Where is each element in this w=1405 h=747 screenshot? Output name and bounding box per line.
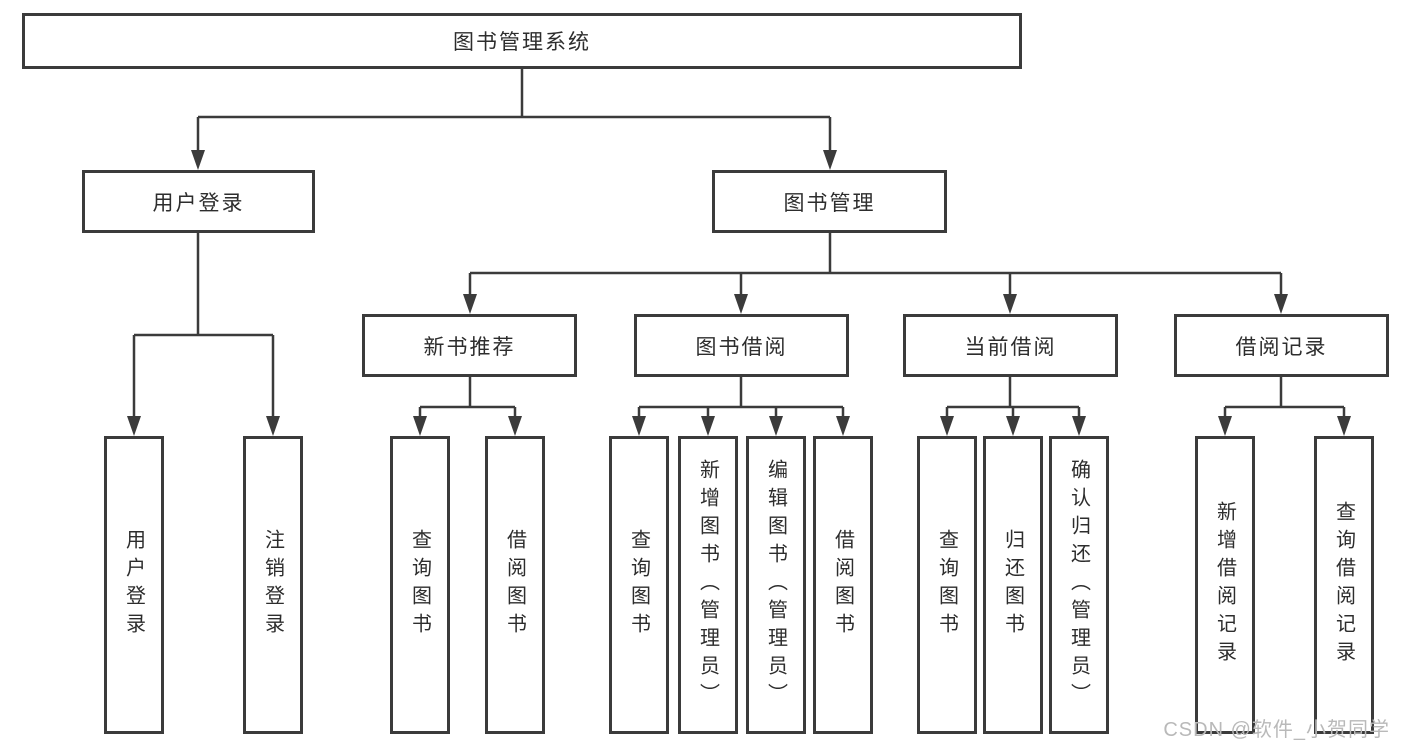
leaf-borrow-edit-book-admin: 编辑图书（管理员） [746, 436, 806, 734]
node-label: 图书管理系统 [453, 31, 591, 54]
leaf-recommend-borrow-books: 借阅图书 [485, 436, 545, 734]
leaf-label: 确认归还（管理员） [1067, 459, 1090, 711]
node-user-login: 用户登录 [82, 170, 315, 233]
leaf-borrow-query-books: 查询图书 [609, 436, 669, 734]
leaf-label: 新增图书（管理员） [696, 459, 719, 711]
leaf-current-confirm-return-admin: 确认归还（管理员） [1049, 436, 1109, 734]
arrowhead [734, 294, 748, 314]
leaf-label: 查询图书 [408, 529, 431, 641]
leaf-borrow-borrow-books: 借阅图书 [813, 436, 873, 734]
arrowhead [127, 416, 141, 436]
node-label: 图书管理 [783, 191, 876, 215]
arrowhead [940, 416, 954, 436]
arrowhead [769, 416, 783, 436]
connector-management-to-sections [468, 233, 1283, 296]
leaf-label: 查询图书 [627, 529, 650, 641]
leaf-recommend-query-books: 查询图书 [390, 436, 450, 734]
arrowhead [266, 416, 280, 436]
node-library-management-system: 图书管理系统 [22, 13, 1022, 69]
arrowhead [1003, 294, 1017, 314]
arrowhead [823, 150, 837, 170]
leaf-label: 注销登录 [261, 529, 284, 641]
connector-login-to-leaves [132, 233, 275, 418]
connector-current-to-leaves [945, 377, 1081, 418]
csdn-watermark: CSDN @软件_小贺同学 [1163, 719, 1390, 741]
connector-recommend-to-leaves [418, 377, 517, 418]
arrowheads [127, 150, 1351, 436]
node-book-borrow: 图书借阅 [634, 314, 849, 377]
leaf-label: 借阅图书 [831, 529, 854, 641]
arrowhead [1072, 416, 1086, 436]
leaf-label: 用户登录 [122, 529, 145, 641]
connector-borrow-to-leaves [637, 377, 845, 418]
leaf-records-add-record: 新增借阅记录 [1195, 436, 1255, 734]
leaf-label: 借阅图书 [503, 529, 526, 641]
node-label: 新书推荐 [423, 335, 516, 359]
arrowhead [413, 416, 427, 436]
node-current-borrow: 当前借阅 [903, 314, 1118, 377]
node-label: 当前借阅 [964, 335, 1057, 359]
leaf-current-query-books: 查询图书 [917, 436, 977, 734]
node-label: 用户登录 [152, 191, 245, 215]
leaf-borrow-add-book-admin: 新增图书（管理员） [678, 436, 738, 734]
node-new-book-recommend: 新书推荐 [362, 314, 577, 377]
leaf-label: 查询借阅记录 [1332, 501, 1355, 669]
arrowhead [1218, 416, 1232, 436]
leaf-records-query-record: 查询借阅记录 [1314, 436, 1374, 734]
arrowhead [632, 416, 646, 436]
arrowhead [1337, 416, 1351, 436]
leaf-label: 新增借阅记录 [1213, 501, 1236, 669]
node-label: 图书借阅 [695, 335, 788, 359]
arrowhead [836, 416, 850, 436]
connector-records-to-leaves [1223, 377, 1346, 418]
arrowhead [1274, 294, 1288, 314]
node-book-management: 图书管理 [712, 170, 947, 233]
leaf-user-login: 用户登录 [104, 436, 164, 734]
leaf-logout: 注销登录 [243, 436, 303, 734]
node-label: 借阅记录 [1235, 335, 1328, 359]
connector-root-to-branches [196, 68, 832, 152]
arrowhead [701, 416, 715, 436]
leaf-current-return-books: 归还图书 [983, 436, 1043, 734]
arrowhead [463, 294, 477, 314]
arrowhead [1006, 416, 1020, 436]
leaf-label: 归还图书 [1001, 529, 1024, 641]
arrowhead [191, 150, 205, 170]
leaf-label: 编辑图书（管理员） [764, 459, 787, 711]
leaf-label: 查询图书 [935, 529, 958, 641]
node-borrow-records: 借阅记录 [1174, 314, 1389, 377]
arrowhead [508, 416, 522, 436]
